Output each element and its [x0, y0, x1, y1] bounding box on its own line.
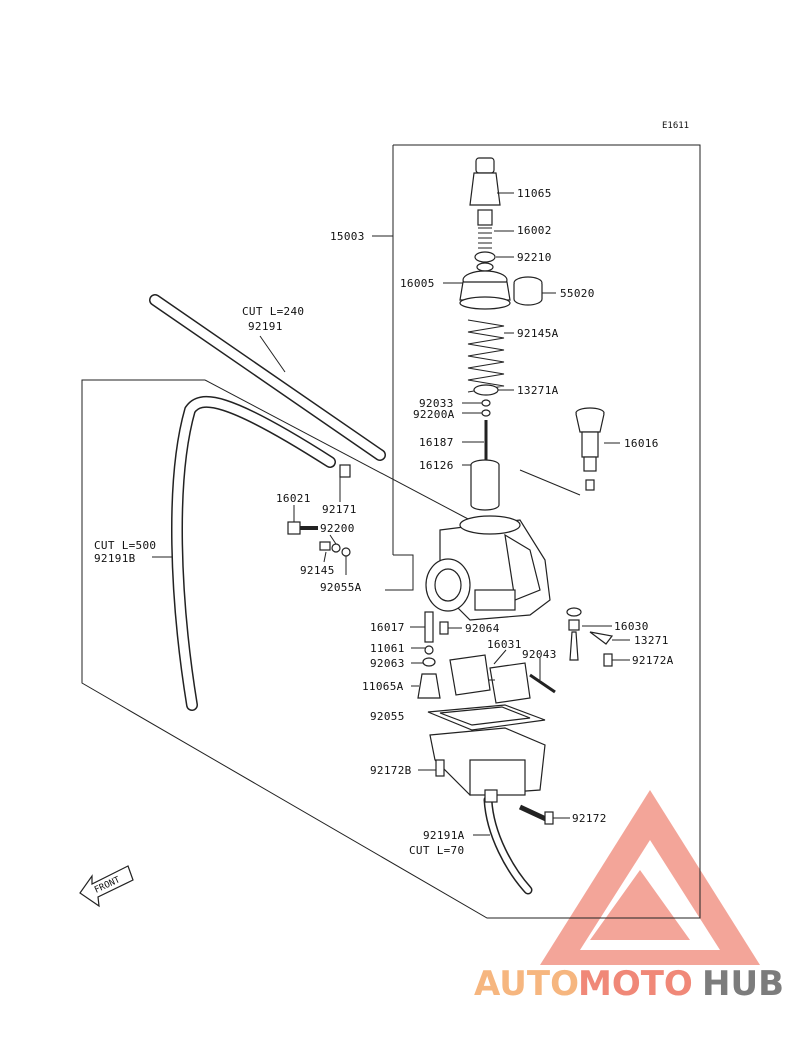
label-16016: 16016: [624, 437, 659, 450]
washer: [476, 262, 494, 272]
label-15003: 15003: [330, 230, 365, 243]
watermark-hub: HUB: [702, 964, 784, 1004]
label-hose-left-cut: CUT L=500: [94, 539, 156, 552]
label-16126: 16126: [419, 459, 454, 472]
starter-plunger-16016: [575, 407, 605, 491]
label-92171: 92171: [322, 503, 357, 516]
watermark-auto: AUTO: [474, 964, 579, 1004]
label-16187: 16187: [419, 436, 454, 449]
main-jet-parts: [417, 611, 449, 699]
assembly-frame: [81, 144, 701, 919]
spring-16002: [478, 227, 492, 249]
label-92145: 92145: [300, 564, 335, 577]
cap-11065: [469, 157, 501, 226]
label-92055: 92055: [370, 710, 405, 723]
gasket-92055: [427, 704, 546, 731]
label-13271: 13271: [634, 634, 669, 647]
throttle-valve-16126: [470, 459, 500, 511]
spring-92145A: [467, 319, 505, 393]
label-92200: 92200: [320, 522, 355, 535]
label-55020: 55020: [560, 287, 595, 300]
watermark-text: AUTO MOTO HUB: [474, 964, 784, 1004]
hose-92191: [149, 294, 386, 461]
cap-55020: [513, 276, 543, 306]
carburetor-body: [425, 515, 551, 621]
label-92063: 92063: [370, 657, 405, 670]
clip-92033: [481, 399, 491, 407]
label-16017: 16017: [370, 621, 405, 634]
diagram-code: E1611: [662, 121, 689, 131]
label-92064: 92064: [465, 622, 500, 635]
label-16021: 16021: [276, 492, 311, 505]
label-16031: 16031: [487, 638, 522, 651]
label-hose-bottom-cut: CUT L=70: [409, 844, 464, 857]
float-needle-16030: [566, 607, 614, 667]
label-13271A: 13271A: [517, 384, 559, 397]
label-16005: 16005: [400, 277, 435, 290]
label-11065A: 11065A: [362, 680, 404, 693]
watermark-moto: MOTO: [578, 964, 693, 1004]
leader-lines: [152, 192, 630, 836]
label-92191B: 92191B: [94, 552, 136, 565]
nut-92210: [474, 251, 496, 263]
pin-92043: [529, 673, 556, 694]
float-bowl: [429, 727, 546, 803]
label-92210: 92210: [517, 251, 552, 264]
cap-16005: [459, 270, 511, 310]
front-arrow-icon: FRONT: [79, 865, 134, 908]
label-92172A: 92172A: [632, 654, 674, 667]
label-92033: 92033: [419, 397, 454, 410]
label-92172: 92172: [572, 812, 607, 825]
label-92200A: 92200A: [413, 408, 455, 421]
idle-screw-16021: [287, 464, 351, 557]
label-11065: 11065: [517, 187, 552, 200]
watermark-logo-icon: [540, 790, 760, 965]
label-92191: 92191: [248, 320, 283, 333]
drain-screw-92172: [518, 804, 554, 825]
washer-92200A: [481, 409, 491, 417]
retainer-13271A: [473, 384, 499, 396]
label-92172B: 92172B: [370, 764, 412, 777]
label-92055A: 92055A: [320, 581, 362, 594]
label-16030: 16030: [614, 620, 649, 633]
label-92191A: 92191A: [423, 829, 465, 842]
label-hose-top-cut: CUT L=240: [242, 305, 304, 318]
hose-92191B: [171, 395, 336, 711]
hose-92191A: [483, 795, 533, 895]
label-16002: 16002: [517, 224, 552, 237]
label-92043: 92043: [522, 648, 557, 661]
label-92145A: 92145A: [517, 327, 559, 340]
label-11061: 11061: [370, 642, 405, 655]
float-16031: [449, 654, 531, 704]
part-labels: E1611 15003 11065 16002 92210 16005 5502…: [94, 121, 689, 857]
